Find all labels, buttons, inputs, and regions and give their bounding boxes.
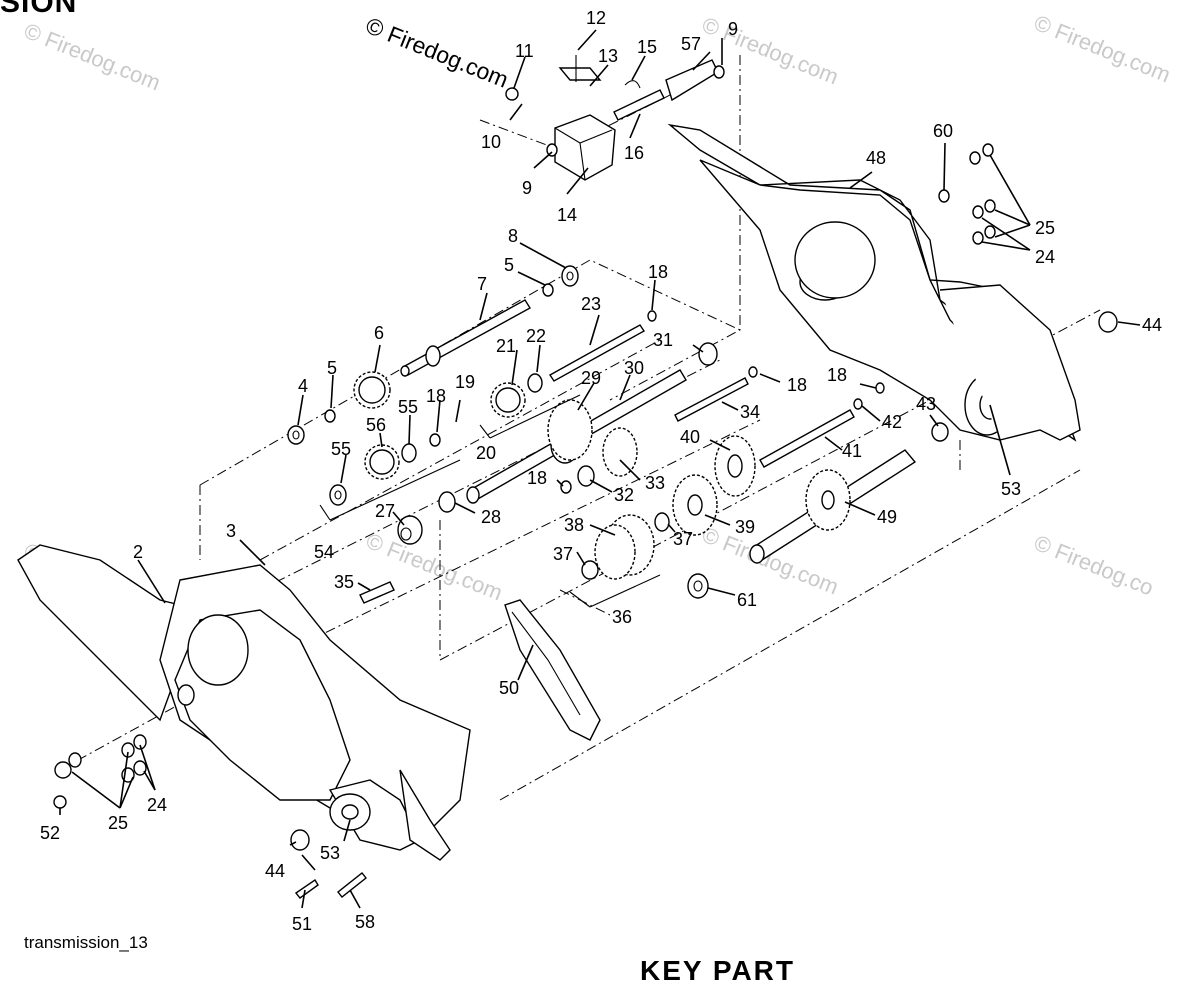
- part-label: 43: [916, 394, 936, 414]
- shaft-23: [548, 324, 646, 382]
- footer-fragment: KEY PART: [640, 955, 795, 986]
- part-label: 21: [496, 336, 516, 356]
- part-label: 52: [40, 823, 60, 843]
- part-label: 29: [581, 368, 601, 388]
- part-label: 42: [882, 412, 902, 432]
- part-label: 50: [499, 678, 519, 698]
- part-label: 36: [612, 607, 632, 627]
- part-label: 55: [331, 439, 351, 459]
- transmission-exploded-diagram: 2 3 4 5 5 6 7 8 9 9 10 11 12 13 14 15 16…: [17, 8, 1162, 934]
- part-label: 8: [508, 226, 518, 246]
- part-label: 25: [1035, 218, 1055, 238]
- part-label: 37: [673, 529, 693, 549]
- part-label: 16: [624, 143, 644, 163]
- part-label: 60: [933, 121, 953, 141]
- shift-mechanism: [505, 55, 725, 181]
- part-label: 12: [586, 8, 606, 28]
- part-label: 9: [522, 178, 532, 198]
- part-label: 39: [735, 517, 755, 537]
- part-label: 18: [648, 262, 668, 282]
- part-label: 30: [624, 358, 644, 378]
- part-label: 13: [598, 46, 618, 66]
- part-label: 3: [226, 521, 236, 541]
- part-label: 18: [527, 468, 547, 488]
- part-label: 19: [455, 372, 475, 392]
- part-label: 18: [827, 365, 847, 385]
- part-label: 20: [476, 443, 496, 463]
- leader-lines: [59, 29, 1141, 909]
- part-label: 5: [504, 255, 514, 275]
- part-label: 44: [265, 861, 285, 881]
- part-label: 10: [481, 132, 501, 152]
- part-label: 44: [1142, 315, 1162, 335]
- part-label: 11: [515, 41, 534, 61]
- shaft-7: [400, 299, 531, 377]
- bearings-washers: [53, 143, 1118, 851]
- part-label: 4: [298, 376, 308, 396]
- shaft-41: [759, 409, 855, 468]
- part-label: 35: [334, 572, 354, 592]
- part-label: 22: [526, 326, 546, 346]
- part-label: 33: [645, 473, 665, 493]
- part-label: 24: [1035, 247, 1055, 267]
- part-label: 5: [327, 358, 337, 378]
- part-label: 61: [737, 590, 757, 610]
- part-label: 9: [728, 19, 738, 39]
- part-number-labels: 2 3 4 5 5 6 7 8 9 9 10 11 12 13 14 15 16…: [40, 8, 1162, 934]
- part-label: 34: [740, 402, 760, 422]
- part-label: 51: [292, 914, 312, 934]
- part-label: 18: [426, 386, 446, 406]
- part-label: 15: [637, 37, 657, 57]
- part-label: 31: [653, 330, 673, 350]
- chain: [504, 599, 601, 741]
- part-label: 6: [374, 323, 384, 343]
- header-fragment: SION: [0, 0, 78, 19]
- shaft-34: [674, 377, 749, 422]
- part-label: 48: [866, 148, 886, 168]
- part-label: 37: [553, 544, 573, 564]
- part-label: 27: [375, 501, 395, 521]
- part-label: 49: [877, 507, 897, 527]
- part-label: 18: [787, 375, 807, 395]
- part-label: 54: [314, 542, 334, 562]
- part-label: 55: [398, 397, 418, 417]
- part-label: 56: [366, 415, 386, 435]
- part-label: 58: [355, 912, 375, 932]
- part-label: 38: [564, 515, 584, 535]
- left-housing: [17, 544, 471, 861]
- part-label: 53: [320, 843, 340, 863]
- part-label: 28: [481, 507, 501, 527]
- part-label: 7: [477, 274, 487, 294]
- part-label: 24: [147, 795, 167, 815]
- bolts: [294, 581, 395, 899]
- part-label: 41: [842, 441, 862, 461]
- part-label: 2: [133, 542, 143, 562]
- diagram-caption: transmission_13: [24, 933, 148, 952]
- part-label: 25: [108, 813, 128, 833]
- gears: [353, 371, 851, 580]
- part-label: 57: [681, 34, 701, 54]
- part-label: 23: [581, 294, 601, 314]
- part-label: 53: [1001, 479, 1021, 499]
- part-label: 14: [557, 205, 577, 225]
- part-label: 32: [614, 485, 634, 505]
- part-label: 40: [680, 427, 700, 447]
